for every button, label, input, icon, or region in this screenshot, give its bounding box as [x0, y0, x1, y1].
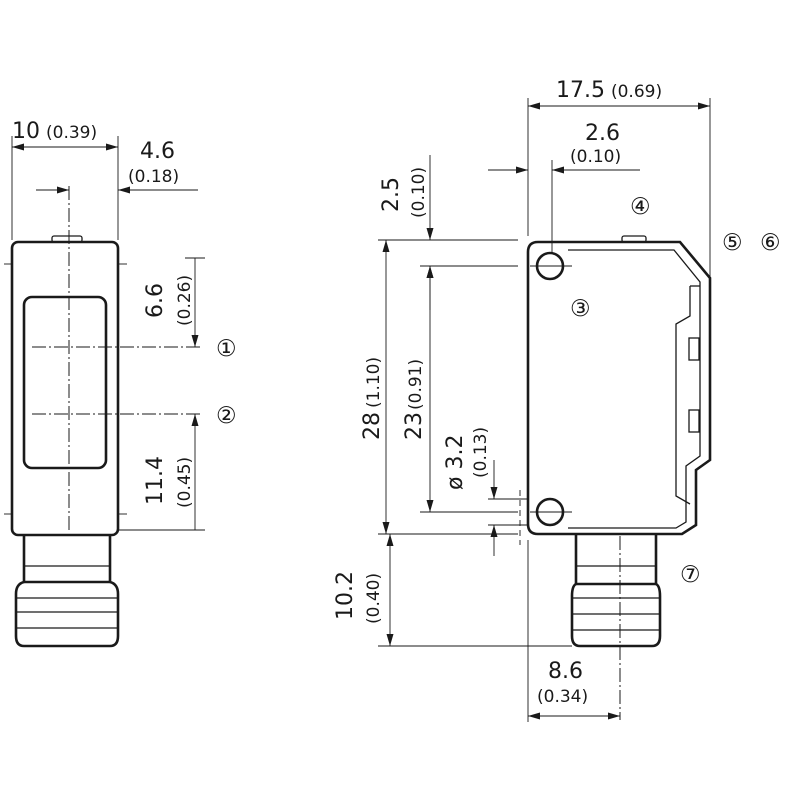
dim-height-6-6-inch: (0.26) [175, 275, 195, 326]
side-view [526, 235, 712, 720]
dim-height-2-5: 2.5 [379, 177, 404, 212]
side-connector-neck [574, 534, 658, 586]
callout-3: ③ [570, 296, 591, 322]
dim-width-2-6-inch: (0.10) [570, 147, 621, 167]
callout-2: ② [216, 403, 237, 429]
callout-5: ⑤ [722, 230, 743, 256]
callout-1: ① [216, 336, 237, 362]
front-window [22, 295, 108, 470]
dim-width-8-6: 8.6 [548, 659, 583, 684]
dim-height-11-4-inch: (0.45) [175, 457, 195, 508]
side-rear-face [675, 286, 691, 505]
side-led-window [688, 409, 700, 433]
dim-offset-4-6-inch: (0.18) [128, 167, 179, 187]
dim-diameter-3-2-inch: (0.13) [471, 427, 491, 478]
side-led-window [688, 337, 700, 361]
dim-height-2-5-inch: (0.10) [409, 167, 429, 218]
front-connector-nut [14, 580, 120, 648]
dim-height-23: 23 [402, 412, 427, 440]
callout-7: ⑦ [680, 562, 701, 588]
dim-offset-4-6: 4.6 [140, 139, 175, 164]
dim-height-23-inch: (0.91) [406, 359, 426, 410]
callout-6: ⑥ [760, 230, 781, 256]
dim-diameter-3-2: ø 3.2 [443, 435, 468, 490]
dim-height-28-inch: (1.10) [364, 357, 384, 408]
side-housing [526, 240, 712, 536]
dim-height-28: 28 [360, 412, 385, 440]
side-housing-inner [568, 249, 701, 529]
dim-height-10-2: 10.2 [333, 571, 358, 620]
dim-height-10-2-inch: (0.40) [364, 573, 384, 624]
dim-height-11-4: 11.4 [143, 456, 168, 505]
dim-width-8-6-inch: (0.34) [537, 687, 588, 707]
front-dimensions: 10(0.39) 4.6 (0.18) 6.6 (0.26) 11.4 (0.4… [11, 119, 237, 531]
front-view [4, 186, 200, 648]
dim-width-10: 10(0.39) [12, 119, 97, 144]
side-dimensions: 17.5(0.69) 2.6 (0.10) 2.5 (0.10) 28 (1.1… [333, 78, 781, 722]
dim-width-17-5: 17.5(0.69) [556, 78, 662, 103]
front-connector-neck [22, 535, 112, 584]
front-housing [10, 240, 120, 537]
callout-4: ④ [630, 194, 651, 220]
dim-height-6-6: 6.6 [143, 283, 168, 318]
side-connector-nut [570, 582, 662, 648]
dim-width-2-6: 2.6 [585, 121, 620, 146]
